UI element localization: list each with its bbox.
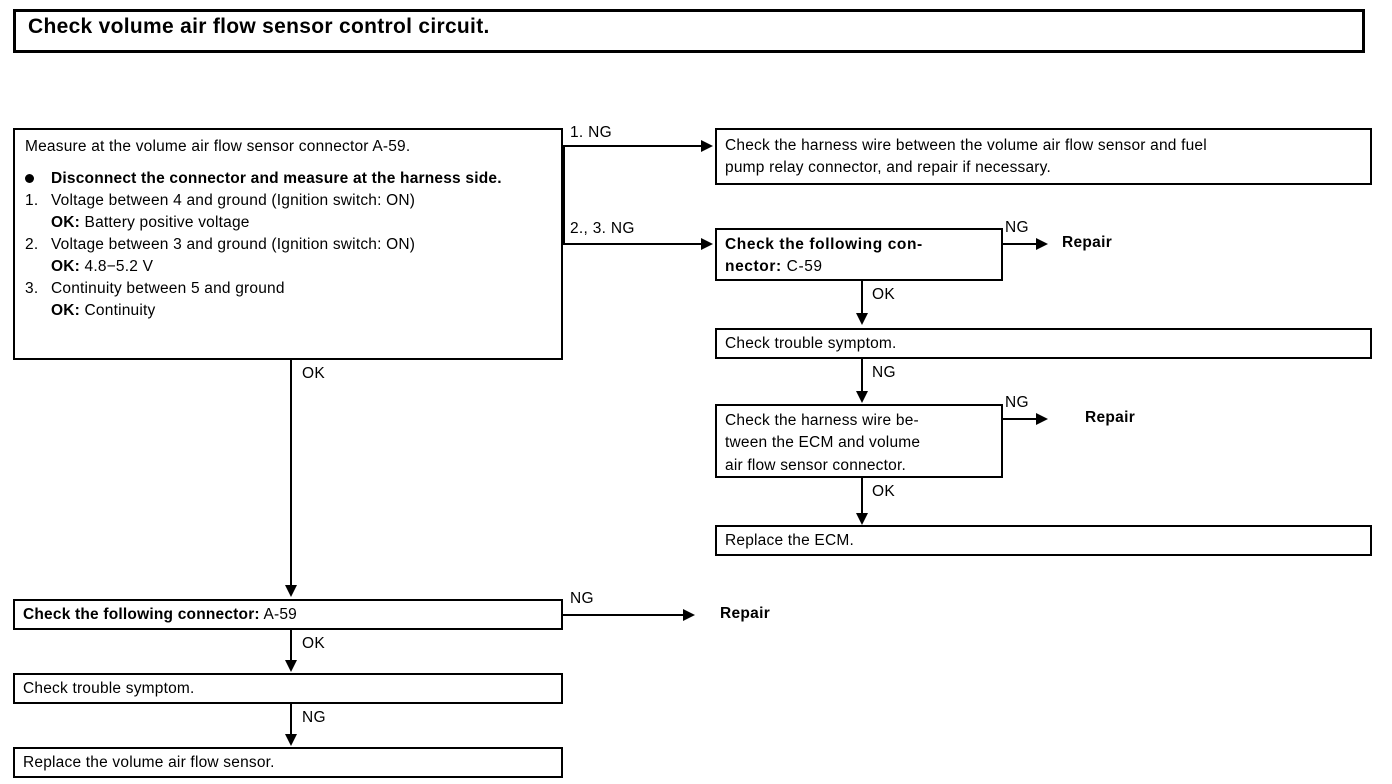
c59-label: nector: — [725, 258, 782, 276]
harness-ecm-line3: air flow sensor connector. — [725, 456, 906, 474]
bullet-icon — [25, 168, 51, 190]
repair-label-a59: Repair — [720, 605, 771, 622]
edge-label-c59-ng: NG — [1005, 219, 1029, 236]
edge-label-ng-1: 1. NG — [570, 124, 612, 141]
connector-a59-ok-line — [290, 630, 292, 662]
connector-main-right-stem — [563, 145, 565, 245]
measurement-heading: Measure at the volume air flow sensor co… — [25, 138, 411, 155]
harness-ecm-line1: Check the harness wire be- — [725, 412, 919, 429]
item-1-number: 1. — [25, 192, 39, 210]
check-connector-c59-box: Check the following con- nector: C-59 — [715, 228, 1003, 281]
item-3-ok-value: Continuity — [84, 302, 156, 320]
connector-a59-ok-arrowhead — [285, 660, 297, 672]
item-1-ok-value: Battery positive voltage — [84, 214, 250, 232]
connector-ng1-arrowhead — [701, 140, 713, 152]
replace-ecm-box: Replace the ECM. — [715, 525, 1372, 556]
connector-symptom-left-ng-arrowhead — [285, 734, 297, 746]
connector-symptom-ng-arrowhead — [856, 391, 868, 403]
edge-label-main-ok: OK — [302, 365, 325, 382]
edge-label-ng-2-3: 2., 3. NG — [570, 220, 635, 237]
item-2-number: 2. — [25, 236, 39, 254]
connector-ng23-line — [563, 243, 703, 245]
item-2-ok-label: OK: — [51, 258, 81, 276]
check-connector-a59-box: Check the following connector: A-59 — [13, 599, 563, 630]
c59-value: C-59 — [786, 258, 823, 276]
a59-label: Check the following connector: — [23, 606, 260, 623]
connector-a59-ng-arrowhead — [683, 609, 695, 621]
measurement-bullet-text: Disconnect the connector and measure at … — [51, 170, 502, 188]
item-3-ok-label: OK: — [51, 302, 81, 320]
connector-ng1-line — [563, 145, 703, 147]
item-2-text: Voltage between 3 and ground (Ignition s… — [51, 236, 416, 254]
item-2-ok-value: 4.8−5.2 V — [84, 258, 154, 276]
page-title: Check volume air flow sensor control cir… — [28, 15, 490, 38]
harness-ecm-box: Check the harness wire be- tween the ECM… — [715, 404, 1003, 478]
edge-label-a59-ok: OK — [302, 635, 325, 652]
measurement-item-1: 1. Voltage between 4 and ground (Ignitio… — [25, 190, 551, 212]
harness-ecm-line2: tween the ECM and volume — [725, 434, 921, 452]
item-1-ok: OK: Battery positive voltage — [25, 212, 551, 234]
connector-c59-ok-arrowhead — [856, 313, 868, 325]
edge-label-ecm-ng: NG — [1005, 394, 1029, 411]
connector-main-ok-line — [290, 360, 292, 587]
connector-c59-ng-arrowhead — [1036, 238, 1048, 250]
harness-fuel-pump-line2: pump relay connector, and repair if nece… — [725, 159, 1051, 177]
connector-c59-ok-line — [861, 281, 863, 315]
replace-sensor-text: Replace the volume air flow sensor. — [23, 754, 275, 771]
connector-a59-ng-line — [563, 614, 685, 616]
measurement-bullet-row: Disconnect the connector and measure at … — [25, 168, 551, 190]
measurement-item-2: 2. Voltage between 3 and ground (Ignitio… — [25, 234, 551, 256]
a59-value: A-59 — [263, 606, 297, 623]
c59-line2: nector: C-59 — [725, 256, 993, 278]
edge-label-c59-ok: OK — [872, 286, 895, 303]
measurement-item-3: 3. Continuity between 5 and ground — [25, 278, 551, 300]
harness-fuel-pump-box: Check the harness wire between the volum… — [715, 128, 1372, 185]
item-2-ok: OK: 4.8−5.2 V — [25, 256, 551, 278]
connector-main-ok-arrowhead — [285, 585, 297, 597]
edge-label-symptom-left-ng: NG — [302, 709, 326, 726]
trouble-symptom-right-text: Check trouble symptom. — [725, 335, 897, 352]
connector-symptom-left-ng-line — [290, 704, 292, 736]
harness-fuel-pump-line1: Check the harness wire between the volum… — [725, 137, 1207, 154]
edge-label-symptom-ng: NG — [872, 364, 896, 381]
c59-line1: Check the following con- — [725, 236, 923, 253]
repair-label-ecm: Repair — [1085, 409, 1136, 426]
check-trouble-symptom-left-box: Check trouble symptom. — [13, 673, 563, 704]
item-1-ok-label: OK: — [51, 214, 81, 232]
connector-ecm-ok-arrowhead — [856, 513, 868, 525]
edge-label-ecm-ok: OK — [872, 483, 895, 500]
connector-symptom-ng-line — [861, 359, 863, 393]
connector-c59-ng-line — [1003, 243, 1038, 245]
connector-ecm-ok-line — [861, 478, 863, 515]
edge-label-a59-ng: NG — [570, 590, 594, 607]
measurement-step-box: Measure at the volume air flow sensor co… — [13, 128, 563, 360]
connector-ecm-ng-arrowhead — [1036, 413, 1048, 425]
item-3-text: Continuity between 5 and ground — [51, 280, 285, 298]
replace-ecm-text: Replace the ECM. — [725, 532, 854, 549]
trouble-symptom-left-text: Check trouble symptom. — [23, 680, 195, 697]
item-3-number: 3. — [25, 280, 39, 298]
item-1-text: Voltage between 4 and ground (Ignition s… — [51, 192, 416, 210]
replace-sensor-box: Replace the volume air flow sensor. — [13, 747, 563, 778]
connector-ng23-arrowhead — [701, 238, 713, 250]
page-title-box: Check volume air flow sensor control cir… — [13, 9, 1365, 53]
repair-label-c59: Repair — [1062, 234, 1113, 251]
item-3-ok: OK: Continuity — [25, 300, 551, 322]
check-trouble-symptom-right-box: Check trouble symptom. — [715, 328, 1372, 359]
connector-ecm-ng-line — [1003, 418, 1038, 420]
